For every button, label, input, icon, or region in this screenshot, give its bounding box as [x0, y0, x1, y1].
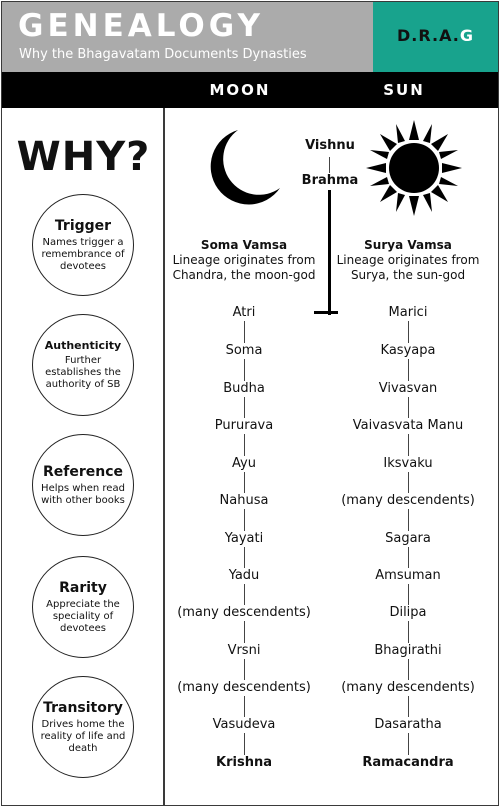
- reason-desc: Names trigger a remembrance of devotees: [41, 236, 125, 272]
- moon-lineage-node: Pururava: [174, 418, 314, 434]
- moon-lineage-node: Ayu: [174, 456, 314, 472]
- moon-lineage-node: Yayati: [174, 531, 314, 547]
- ramacandra-node: Ramacandra: [338, 755, 478, 771]
- branch-line: [266, 311, 392, 314]
- krishna-node: Krishna: [174, 755, 314, 771]
- moon-lineage-node: Vasudeva: [174, 717, 314, 733]
- brahma-node: Brahma: [290, 173, 370, 189]
- reason-desc: Drives home the reality of life and deat…: [40, 718, 126, 754]
- reason-title: Transitory: [43, 699, 123, 716]
- reason-desc: Helps when read with other books: [41, 482, 125, 506]
- moon-lineage-node: Nahusa: [174, 493, 314, 509]
- reason-desc: Further establishes the authority of SB: [45, 355, 121, 390]
- surya-vamsa-desc-line1: Lineage originates from: [336, 253, 480, 267]
- surya-vamsa-title: Surya Vamsa: [364, 238, 452, 252]
- moon-lineage-node: Atri: [174, 305, 314, 321]
- reason-circle-transitory: Transitory Drives home the reality of li…: [32, 676, 134, 778]
- page-subtitle: Why the Bhagavatam Documents Dynasties: [19, 47, 307, 62]
- sun-lineage-node: Sagara: [338, 531, 478, 547]
- moon-lineage-node: Soma: [174, 343, 314, 359]
- soma-vamsa-desc-line1: Lineage originates from: [172, 253, 316, 267]
- reason-title: Rarity: [59, 579, 107, 596]
- moon-lineage-node: Yadu: [174, 568, 314, 584]
- moon-lineage-node: (many descendents): [170, 680, 318, 696]
- soma-vamsa-title: Soma Vamsa: [200, 238, 288, 252]
- header-banner: GENEALOGY Why the Bhagavatam Documents D…: [2, 2, 373, 72]
- sun-lineage-node: Vivasvan: [338, 381, 478, 397]
- reason-title: Reference: [42, 463, 124, 480]
- sun-lineage-node: Bhagirathi: [338, 643, 478, 659]
- crescent-moon-icon: [210, 130, 280, 205]
- sun-lineage-node: Vaivasvata Manu: [334, 418, 482, 434]
- moon-lineage-node: Budha: [174, 381, 314, 397]
- sun-lineage-node: (many descendents): [334, 493, 482, 509]
- page-title: GENEALOGY: [18, 8, 264, 44]
- reason-circle-rarity: Rarity Appreciate the speciality of devo…: [32, 556, 134, 658]
- column-header-bar: MOON SUN: [2, 72, 498, 108]
- moon-column-heading: MOON: [209, 81, 271, 99]
- sun-lineage-node: Marici: [338, 305, 478, 321]
- brand-highlight: G: [459, 26, 474, 45]
- sun-column-heading: SUN: [383, 81, 425, 99]
- brahma-trunk-line: [328, 190, 331, 315]
- vishnu-brahma-line: [329, 157, 330, 173]
- sun-lineage-node: Dilipa: [338, 605, 478, 621]
- sun-lineage-node: Dasaratha: [338, 717, 478, 733]
- reason-circle-reference: Reference Helps when read with other boo…: [32, 434, 134, 536]
- sun-lineage-node: Iksvaku: [338, 456, 478, 472]
- reason-desc: Appreciate the speciality of devotees: [46, 598, 120, 634]
- brand-box: D.R.A.G: [373, 2, 498, 72]
- reason-title: Authenticity: [44, 339, 122, 352]
- brand-main: D.R.A.: [397, 26, 460, 45]
- reason-title: Trigger: [54, 217, 112, 234]
- vishnu-node: Vishnu: [290, 138, 370, 154]
- soma-vamsa-desc-line2: Chandra, the moon-god: [172, 268, 316, 282]
- moon-lineage-node: (many descendents): [170, 605, 318, 621]
- moon-lineage-node: Vrsni: [174, 643, 314, 659]
- why-panel: WHY? Trigger Names trigger a remembrance…: [2, 108, 165, 805]
- sun-icon: [366, 120, 462, 216]
- surya-vamsa-desc-line2: Surya, the sun-god: [350, 268, 466, 282]
- brand-logo: D.R.A.G: [373, 26, 498, 45]
- sun-lineage-node: Amsuman: [338, 568, 478, 584]
- reason-circle-authenticity: Authenticity Further establishes the aut…: [32, 314, 134, 416]
- sun-lineage-node: (many descendents): [334, 680, 482, 696]
- reason-circle-trigger: Trigger Names trigger a remembrance of d…: [32, 194, 134, 296]
- sun-lineage-node: Kasyapa: [338, 343, 478, 359]
- why-heading: WHY?: [16, 134, 151, 180]
